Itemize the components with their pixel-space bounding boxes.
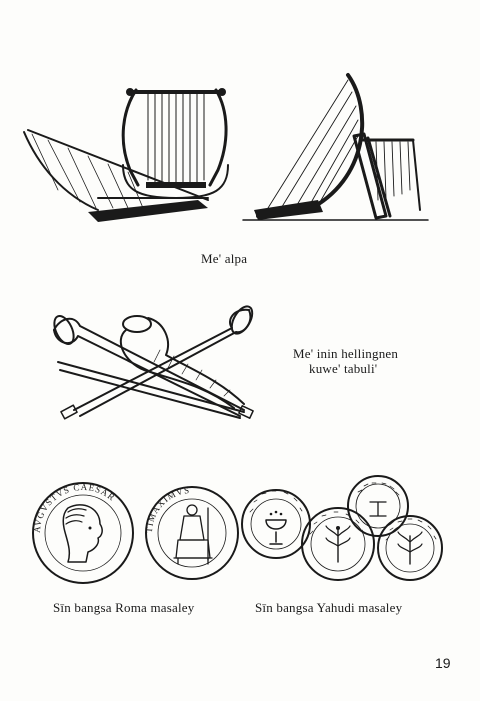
angular-harp-drawing xyxy=(23,129,209,222)
shofar-drawing xyxy=(119,315,245,409)
frame-harp-drawing xyxy=(352,132,421,220)
jewish-coin-top-right xyxy=(347,475,409,537)
jewish-coins-illustration xyxy=(240,474,452,586)
page-number: 19 xyxy=(435,655,451,671)
jewish-coin-branch xyxy=(301,507,375,581)
roman-coin-right-inscription: TIMAXIMVS xyxy=(144,485,191,533)
horns-illustration xyxy=(44,300,264,425)
caption-horns-line2: kuwe' tabuli' xyxy=(309,361,378,376)
caption-harps: Me' alpa xyxy=(201,251,248,266)
jewish-coin-chalice xyxy=(241,489,311,559)
roman-coin-left-inscription: AVGVSTVS CAESAR xyxy=(32,482,117,533)
harps-illustration xyxy=(18,70,438,230)
lyre-drawing xyxy=(121,88,229,199)
trumpet-right-drawing xyxy=(60,305,254,420)
caption-roman-coins: Sīn bangsa Roma masaley xyxy=(53,600,195,615)
trumpet-left-drawing xyxy=(53,314,254,419)
roman-coin-emperor: AVGVSTVS CAESAR xyxy=(32,482,134,584)
jewish-coin-bottom-right xyxy=(377,515,443,581)
caption-jewish-coins: Sīn bangsa Yahudi masaley xyxy=(255,600,403,615)
caption-horns-line1: Me' inin hellingnen xyxy=(293,346,399,361)
roman-coins-illustration: AVGVSTVS CAESAR TIMAXIMVS xyxy=(28,478,240,588)
roman-coin-seated-figure: TIMAXIMVS xyxy=(144,485,239,580)
